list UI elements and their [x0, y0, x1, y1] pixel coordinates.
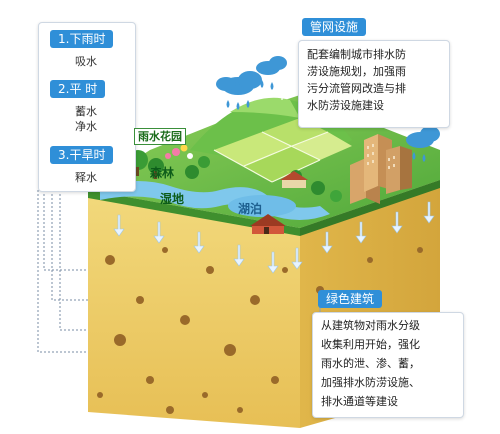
soil-front-face [88, 190, 300, 428]
label-lake: 湖泊 [238, 202, 263, 216]
rain-garden-flowers [165, 144, 193, 159]
green-building-line-1: 从建筑物对雨水分级 [321, 319, 420, 332]
wind-turbine-icon [275, 75, 291, 100]
label-wetland: 湿地 [160, 192, 185, 206]
stage-2-item-purify: 净水 [75, 120, 97, 133]
green-building-tag: 绿色建筑 [318, 290, 383, 308]
green-building-line-5: 排水通道等建设 [321, 395, 398, 408]
pipe-network-line-3: 污分流管网改造与排 [307, 82, 406, 95]
green-building-line-2: 收集利用开始，强化 [321, 338, 420, 351]
infiltration-arrows [113, 201, 435, 274]
stage-3-item-release: 释水 [75, 171, 97, 184]
pipe-network-line-4: 水防涝设施建设 [307, 99, 384, 112]
label-rain-garden: 雨水花园 [134, 128, 186, 145]
label-forest: 森林 [150, 166, 175, 180]
green-building-line-3: 雨水的泄、渗、蓄， [321, 357, 420, 370]
green-building-line-4: 加强排水防涝设施、 [321, 376, 420, 389]
stage-3-tag: 3.干旱时 [50, 146, 114, 164]
city-buildings [350, 134, 412, 204]
houses [250, 171, 308, 234]
leader-lines [37, 190, 88, 353]
green-building-panel: 从建筑物对雨水分级 收集利用开始，强化 雨水的泄、渗、蓄， 加强排水防涝设施、 … [312, 312, 464, 418]
pipe-network-tag: 管网设施 [302, 18, 367, 36]
pipe-network-panel: 配套编制城市排水防 涝设施规划，加强雨 污分流管网改造与排 水防涝设施建设 [298, 40, 450, 128]
rain-cloud-mid-icon [256, 56, 287, 90]
pipe-network-line-2: 涝设施规划，加强雨 [307, 65, 406, 78]
rain-cloud-left-icon [216, 71, 262, 110]
stage-1-item-absorb: 吸水 [75, 55, 97, 68]
lake [228, 195, 296, 217]
stage-1-tag: 1.下雨时 [50, 30, 114, 48]
stage-2-tag: 2.平 时 [50, 80, 106, 98]
rain-cloud-right-icon [406, 126, 440, 162]
stage-2-item-store: 蓄水 [75, 105, 97, 118]
pipe-network-line-1: 配套编制城市排水防 [307, 48, 406, 61]
